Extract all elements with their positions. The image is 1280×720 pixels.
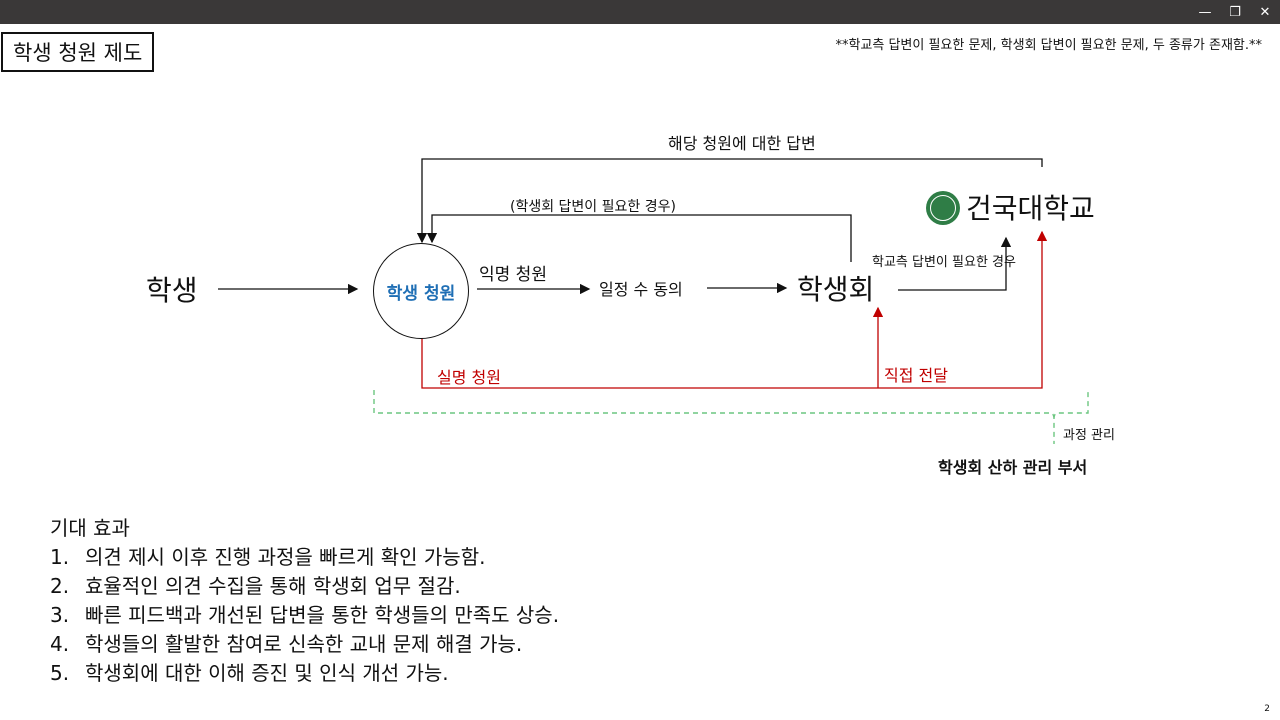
list-item: 4. 학생들의 활발한 참여로 신속한 교내 문제 해결 가능.: [50, 630, 559, 659]
university-seal-icon: [926, 191, 960, 225]
arrow-university-answer: [416, 158, 1043, 244]
list-item: 3. 빠른 피드백과 개선된 답변을 통한 학생들의 만족도 상승.: [50, 601, 559, 630]
node-student: 학생: [146, 274, 198, 307]
label-department: 학생회 산하 관리 부서: [938, 458, 1088, 477]
list-item-num: 2.: [50, 574, 70, 598]
effects-heading: 기대 효과: [50, 516, 130, 540]
slide-title: 학생 청원 제도: [1, 32, 155, 72]
close-button[interactable]: ✕: [1259, 4, 1271, 20]
node-petition: 학생 청원: [373, 243, 469, 339]
list-item-text: 학생회에 대한 이해 증진 및 인식 개선 가능.: [85, 661, 449, 685]
list-item: 2. 효율적인 의견 수집을 통해 학생회 업무 절감.: [50, 572, 559, 601]
slide-canvas: 학생 청원 제도 **학교측 답변이 필요한 문제, 학생회 답변이 필요한 문…: [0, 24, 1280, 720]
list-item-num: 4.: [50, 632, 70, 656]
list-item-num: 3.: [50, 603, 70, 627]
list-item-num: 5.: [50, 661, 70, 685]
node-university: 건국대학교: [966, 192, 1095, 225]
label-answer: 해당 청원에 대한 답변: [668, 134, 816, 153]
label-school-case: 학교측 답변이 필요한 경우: [872, 255, 1016, 270]
list-item: 5. 학생회에 대한 이해 증진 및 인식 개선 가능.: [50, 659, 559, 688]
expected-effects: 기대 효과 1. 의견 제시 이후 진행 과정을 빠르게 확인 가능함. 2. 효율…: [50, 514, 559, 688]
label-anonymous: 익명 청원: [479, 265, 547, 285]
flow-diagram: [218, 158, 1089, 444]
arrow-council-answer: [426, 214, 852, 262]
label-process: 과정 관리: [1063, 428, 1115, 443]
window-titlebar: — ❐ ✕: [0, 0, 1280, 24]
label-council-case: (학생회 답변이 필요한 경우): [510, 199, 676, 215]
node-council: 학생회: [797, 273, 875, 306]
minimize-button[interactable]: —: [1198, 4, 1212, 20]
list-item: 1. 의견 제시 이후 진행 과정을 빠르게 확인 가능함.: [50, 543, 559, 572]
page-number: 2: [1264, 704, 1270, 714]
list-item-text: 효율적인 의견 수집을 통해 학생회 업무 절감.: [85, 574, 461, 598]
arrow-named-petition: [421, 230, 1048, 389]
label-direct: 직접 전달: [884, 366, 948, 385]
list-item-text: 빠른 피드백과 개선된 답변을 통한 학생들의 만족도 상승.: [85, 603, 560, 627]
list-item-text: 의견 제시 이후 진행 과정을 빠르게 확인 가능함.: [85, 545, 486, 569]
label-named-petition: 실명 청원: [437, 368, 501, 387]
node-consent: 일정 수 동의: [599, 280, 683, 299]
arrow-council-to-university: [898, 236, 1012, 291]
slide-note: **학교측 답변이 필요한 문제, 학생회 답변이 필요한 문제, 두 종류가 …: [835, 38, 1262, 53]
list-item-num: 1.: [50, 545, 70, 569]
list-item-text: 학생들의 활발한 참여로 신속한 교내 문제 해결 가능.: [85, 632, 523, 656]
process-brace: [373, 390, 1089, 444]
restore-button[interactable]: ❐: [1229, 4, 1241, 20]
node-petition-label: 학생 청원: [386, 283, 456, 304]
